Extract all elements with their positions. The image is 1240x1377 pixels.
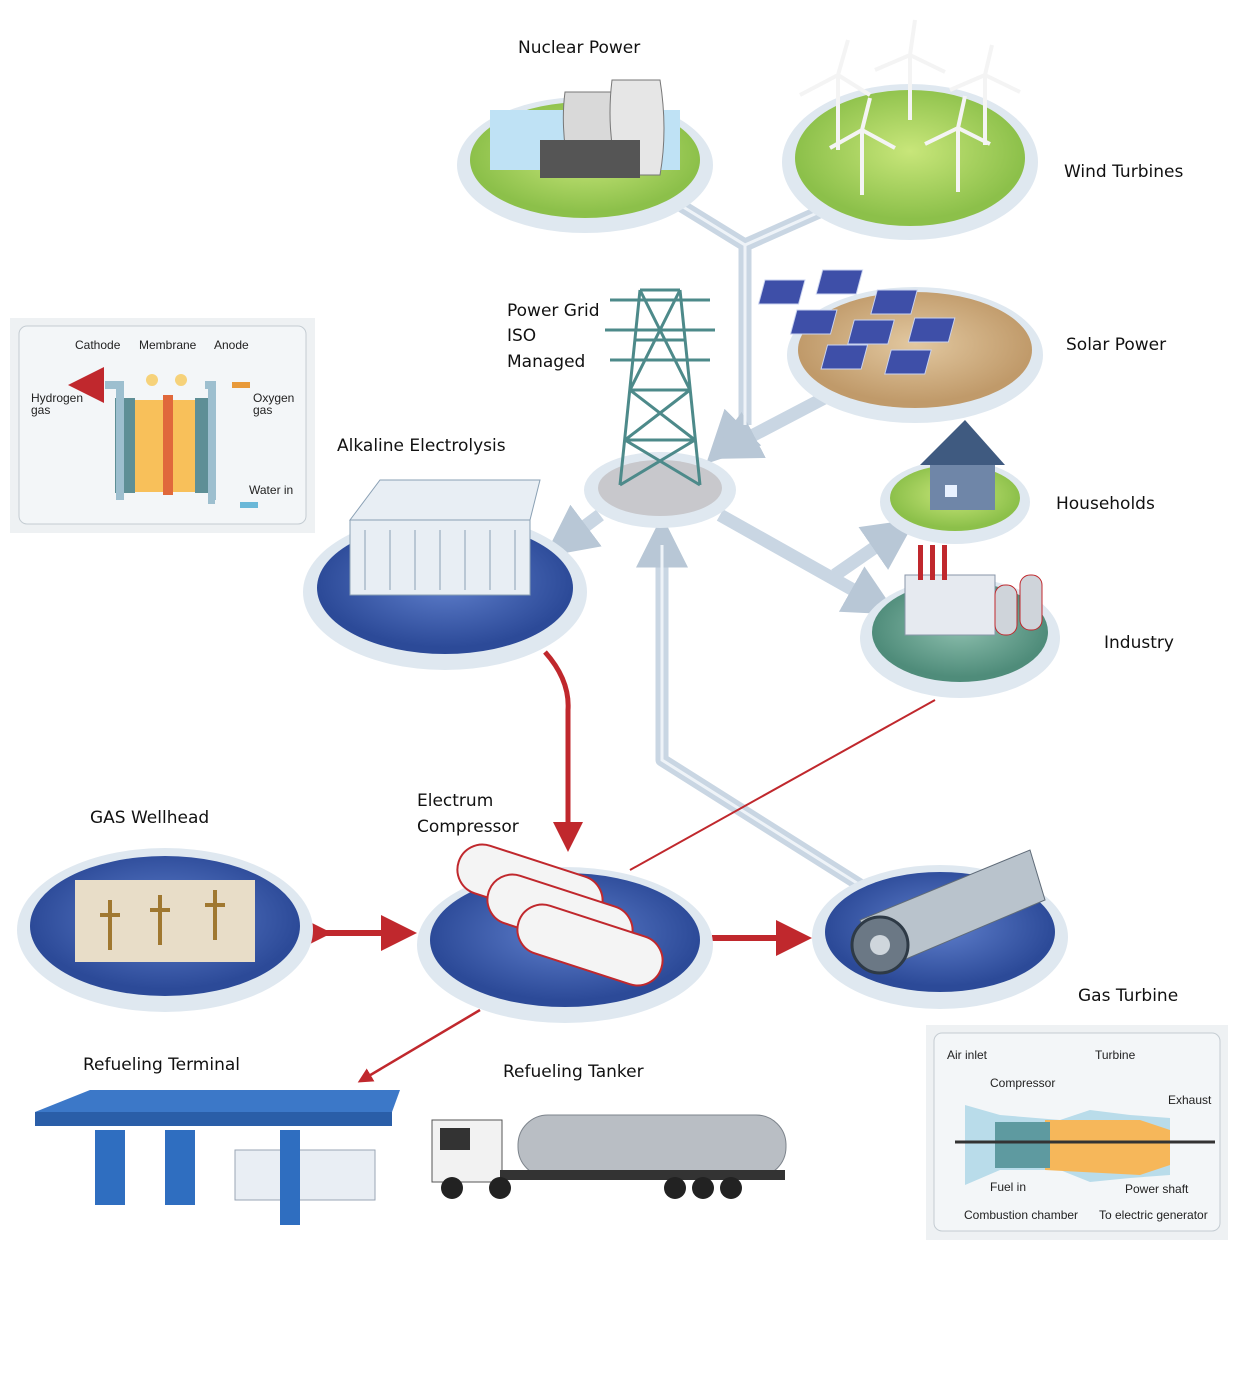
households-label: Households [1056, 494, 1155, 514]
hydrogen-label-1: Hydrogen [31, 391, 83, 405]
refueling-terminal[interactable]: Refueling Terminal [35, 1055, 400, 1225]
compressor-part-label: Compressor [990, 1076, 1055, 1090]
membrane-label: Membrane [139, 338, 197, 352]
cathode-label: Cathode [75, 338, 121, 352]
house-icon [920, 420, 1005, 510]
pipe-alkaline [544, 504, 604, 557]
exhaust-label: Exhaust [1168, 1093, 1212, 1107]
oxygen-label-2: gas [253, 403, 272, 417]
compressor-label-2: Compressor [417, 817, 519, 837]
tanker-label: Refueling Tanker [503, 1062, 644, 1082]
generator-label: To electric generator [1099, 1208, 1208, 1222]
wellhead-photo [75, 880, 255, 962]
alkaline-electrolysis-node[interactable]: Alkaline Electrolysis [303, 436, 587, 670]
flow-compressor-terminal [357, 1008, 481, 1083]
compressor-node[interactable]: Electrum Compressor [417, 791, 713, 1023]
wind-label: Wind Turbines [1064, 162, 1183, 182]
nuclear-label: Nuclear Power [518, 38, 640, 58]
industry-label: Industry [1104, 633, 1174, 653]
gas-turbine-node[interactable]: Gas Turbine [812, 849, 1178, 1009]
valve-icon [100, 890, 225, 950]
solar-node[interactable]: Solar Power [757, 269, 1167, 423]
compressor-label-1: Electrum [417, 791, 493, 811]
air-inlet-label: Air inlet [947, 1048, 988, 1062]
pipe-households [831, 518, 917, 581]
combustion-chamber-label: Combustion chamber [964, 1208, 1078, 1222]
fuel-pump-icon [165, 1130, 195, 1205]
solar-label: Solar Power [1066, 335, 1166, 355]
households-node[interactable]: Households [880, 420, 1155, 544]
refueling-tanker[interactable]: Refueling Tanker [431, 1062, 787, 1199]
gas-turbine-inset: Air inlet Compressor Turbine Exhaust Fue… [926, 1025, 1228, 1240]
power-grid-node[interactable]: Power Grid ISO Managed [507, 288, 736, 528]
transmission-tower-icon [605, 288, 715, 487]
electrolysis-inset: Cathode Membrane Anode Hydrogen gas Oxyg… [10, 318, 315, 533]
terminal-label: Refueling Terminal [83, 1055, 240, 1075]
wind-node[interactable]: Wind Turbines [782, 19, 1183, 240]
anode-label: Anode [214, 338, 249, 352]
hydrogen-label-2: gas [31, 403, 50, 417]
flow-electrolysis-compressor [543, 650, 583, 852]
fuel-in-label: Fuel in [990, 1180, 1026, 1194]
pipe-turbine-return [636, 515, 864, 891]
wheel-icon [441, 1177, 742, 1199]
grid-label-2: ISO [507, 326, 536, 346]
flow-industry-compressor [629, 699, 936, 871]
pipe-solar [707, 389, 834, 460]
gas-wellhead-node[interactable]: GAS Wellhead [17, 808, 313, 1012]
nuclear-node[interactable]: Nuclear Power [457, 38, 713, 233]
power-shaft-label: Power shaft [1125, 1182, 1189, 1196]
water-label: Water in [249, 483, 293, 497]
wellhead-label: GAS Wellhead [90, 808, 209, 828]
turbine-icon [850, 849, 1046, 975]
hydrogen-flows [296, 650, 936, 1083]
oxygen-label-1: Oxygen [253, 391, 294, 405]
industry-node[interactable]: Industry [860, 545, 1174, 698]
factory-icon [904, 545, 1043, 636]
grid-label-3: Managed [507, 352, 585, 372]
turbine-label: Gas Turbine [1078, 986, 1178, 1006]
fuel-pump-icon [95, 1130, 125, 1205]
hydrogen-tank-icon [456, 843, 664, 987]
grid-label-1: Power Grid [507, 301, 599, 321]
electrolyzer-icon [349, 479, 541, 596]
alkaline-label: Alkaline Electrolysis [337, 436, 506, 456]
wind-turbine-icon [799, 19, 1021, 195]
pipe-industry [716, 509, 897, 615]
turbine-part-label: Turbine [1095, 1048, 1136, 1062]
solar-panel-icon [757, 269, 956, 375]
